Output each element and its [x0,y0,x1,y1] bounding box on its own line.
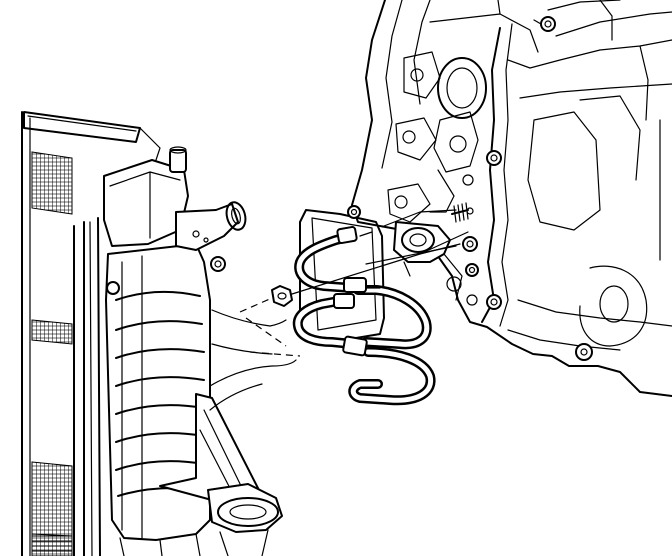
hose-mounting-bracket [299,205,385,341]
radiator-cooling-fins [31,151,73,556]
engine-bolts [462,16,593,361]
oil-filter-adapter [393,221,463,301]
engine-block [351,0,672,397]
radiator-outlet-neck [207,483,283,556]
oil-cooler-hose-assembly [292,226,436,406]
alignment-lines [291,209,469,295]
radiator-inlet-neck [175,201,247,251]
radiator-hoses [209,309,301,411]
radiator [21,111,283,556]
mounting-nut [239,285,293,313]
mounting-stud [451,202,474,223]
